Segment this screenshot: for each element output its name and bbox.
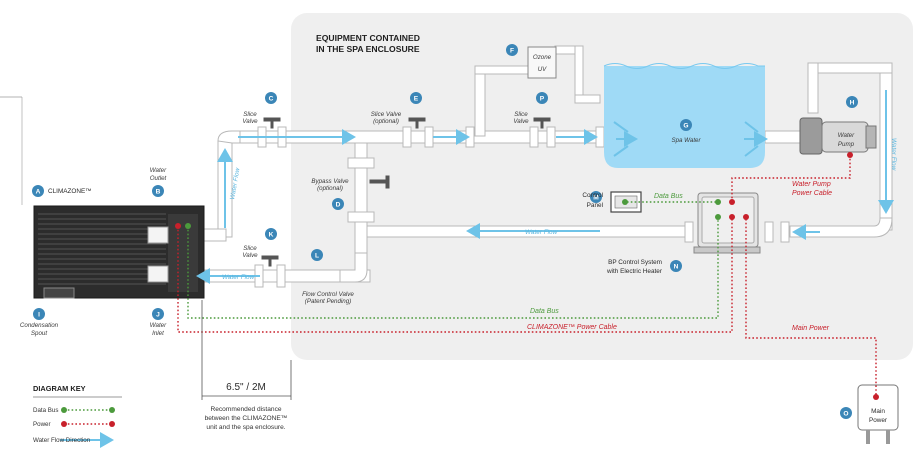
main-power-text-1: Main [871, 408, 885, 415]
svg-text:D: D [336, 201, 341, 208]
svg-text:B: B [156, 188, 161, 195]
water-flow-label-inlet: Water Flow [222, 274, 255, 281]
badge-letters: A B C D E F G H I J K L M N O P [36, 47, 855, 417]
slice-valve-e-label-2: (optional) [373, 118, 399, 125]
svg-text:H: H [850, 99, 855, 106]
enclosure-title-1: EQUIPMENT CONTAINED [316, 33, 420, 43]
flow-control-label-1: Flow Control Valve [302, 291, 354, 298]
svg-text:O: O [843, 410, 848, 417]
water-flow-label-bp: Water Flow [525, 229, 558, 236]
water-pump-label-2: Pump [838, 141, 855, 148]
condensation-label-2: Spout [31, 330, 47, 337]
distance-note-3: unit and the spa enclosure. [206, 424, 285, 431]
control-panel-label-2: Panel [587, 202, 603, 209]
key-data-bus-label: Data Bus [33, 407, 58, 414]
condensation-label-1: Condensation [20, 322, 59, 329]
key-water-flow-label: Water Flow Direction [33, 437, 91, 444]
distance-note-1: Recommended distance [210, 406, 281, 413]
svg-text:P: P [540, 95, 545, 102]
bp-control-system [693, 192, 761, 254]
distance-dimension [201, 300, 292, 400]
ozone-label: Ozone [533, 54, 552, 61]
slice-valve-k-label-2: Valve [242, 252, 258, 259]
spa-water-label: Spa Water [671, 137, 701, 144]
pump-power-label-1: Water Pump [792, 181, 831, 188]
distance-note-2: between the CLIMAZONE™ [205, 415, 288, 422]
pump-power-label-2: Power Cable [792, 190, 832, 197]
ozone-uv-box [527, 46, 557, 79]
svg-text:K: K [269, 231, 274, 238]
water-inlet-label-1: Water [150, 322, 167, 329]
control-panel-label-1: Control [582, 192, 603, 199]
bypass-label-1: Bypass Valve [311, 178, 349, 185]
valve-handles [261, 117, 551, 267]
water-pump [799, 117, 877, 155]
enclosure-title-2: IN THE SPA ENCLOSURE [316, 44, 420, 54]
water-inlet-label-2: Inlet [152, 330, 164, 337]
data-bus-lines [187, 201, 719, 319]
svg-text:J: J [156, 311, 160, 318]
data-bus-label-top: Data Bus [654, 193, 683, 200]
distance-value: 6.5" / 2M [226, 382, 266, 393]
data-bus-label-bottom: Data Bus [530, 308, 559, 315]
bp-control-label-2: with Electric Heater [606, 268, 663, 275]
svg-text:M: M [593, 194, 599, 201]
svg-text:E: E [414, 95, 419, 102]
svg-text:N: N [674, 263, 679, 270]
spa-water-tank [603, 63, 765, 168]
svg-text:G: G [683, 122, 688, 129]
slice-valve-p-label-2: Valve [513, 118, 529, 125]
climazone-label: CLIMAZONE™ [48, 188, 92, 195]
power-dots [61, 152, 879, 427]
main-power-label: Main Power [792, 325, 830, 332]
key-power-label: Power [33, 421, 51, 428]
water-pump-label-1: Water [838, 132, 855, 139]
badges [32, 44, 858, 419]
slice-valve-k-label-1: Slice [243, 245, 257, 252]
water-flow-arrows [60, 90, 894, 448]
uv-label: UV [538, 66, 547, 73]
slice-valve-c-label-2: Valve [242, 118, 258, 125]
main-power-text-2: Power [869, 417, 888, 424]
svg-text:A: A [36, 188, 41, 195]
climazone-unit [33, 205, 205, 299]
svg-text:L: L [315, 252, 319, 259]
svg-text:I: I [38, 311, 40, 318]
svg-text:F: F [510, 47, 514, 54]
water-outlet-label-2: Outlet [150, 175, 167, 182]
power-lines [177, 155, 877, 395]
water-outlet-label-1: Water [150, 167, 167, 174]
slice-valve-p-label-1: Slice [514, 111, 528, 118]
diagram-key-heading: DIAGRAM KEY [33, 384, 86, 393]
svg-text:C: C [269, 95, 274, 102]
water-flow-label-right: Water Flow [890, 138, 897, 171]
bp-control-label-1: BP Control System [608, 259, 662, 266]
flow-control-label-2: (Patent Pending) [305, 298, 351, 305]
main-power-plug [857, 384, 899, 444]
climazone-power-label: CLIMAZONE™ Power Cable [527, 324, 617, 331]
slice-valve-c-label-1: Slice [243, 111, 257, 118]
slice-valve-e-label-1: Slice Valve [371, 111, 402, 118]
bypass-label-2: (optional) [317, 185, 343, 192]
spa-inlet-jets [613, 121, 759, 157]
